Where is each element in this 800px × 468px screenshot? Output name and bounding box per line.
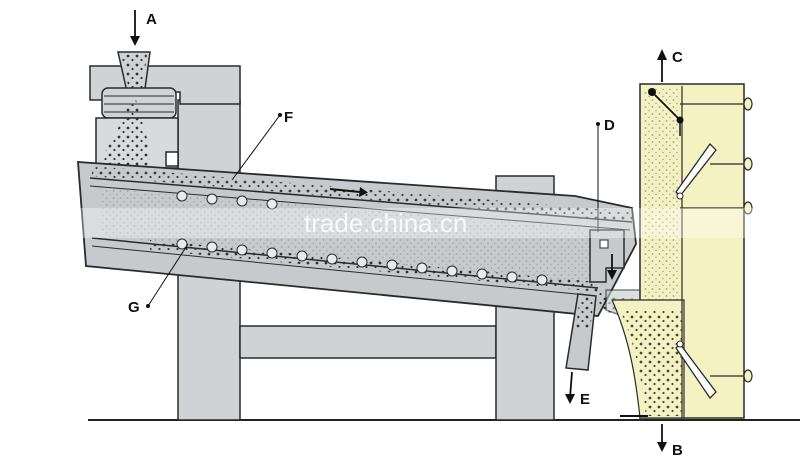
- label-e: E: [580, 391, 590, 408]
- label-d: D: [604, 117, 615, 134]
- label-b: B: [672, 442, 683, 459]
- leader-dot-d: [596, 122, 600, 126]
- inlet-hopper: [95, 51, 179, 169]
- adjustment-knobs: [743, 97, 753, 383]
- watermark-text: trade.china.cn: [304, 208, 467, 238]
- inclined-trough: [77, 161, 637, 317]
- leader-dot-f: [278, 113, 282, 117]
- label-a: A: [146, 11, 157, 28]
- leader-dot-g: [146, 304, 150, 308]
- arrow-b: [657, 424, 667, 452]
- aspirator-column: [611, 83, 753, 419]
- outlet-chute-e: [565, 293, 597, 404]
- leader-lines: [147, 114, 599, 307]
- watermark-band: [0, 208, 800, 238]
- cleaning-balls: [176, 190, 548, 286]
- label-g: G: [128, 299, 140, 316]
- label-c: C: [672, 49, 683, 66]
- arrow-a: [130, 10, 140, 46]
- flow-arrow: [329, 187, 368, 197]
- label-f: F: [284, 109, 293, 126]
- arrow-c: [657, 49, 667, 82]
